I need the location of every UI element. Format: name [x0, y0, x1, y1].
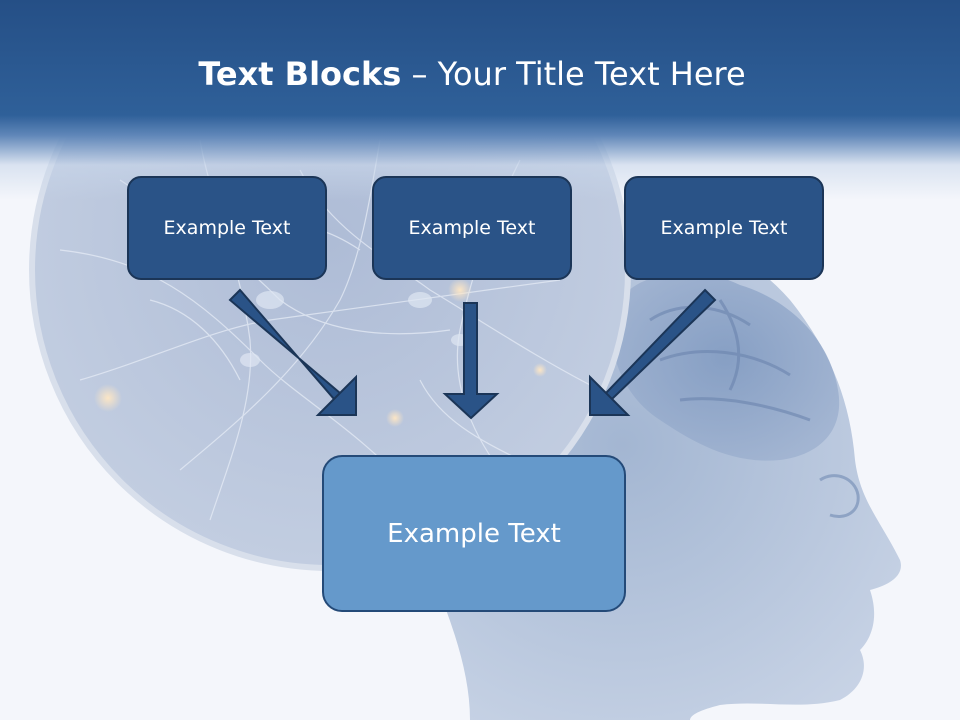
text-block-top-center-label: Example Text: [408, 217, 536, 239]
text-block-top-left-label: Example Text: [163, 217, 291, 239]
text-block-bottom-label: Example Text: [387, 518, 561, 549]
brain-shape: [612, 273, 840, 461]
text-block-bottom[interactable]: Example Text: [322, 455, 626, 612]
arrow-center-to-bottom: [442, 302, 500, 420]
text-block-top-right[interactable]: Example Text: [624, 176, 824, 280]
title-band: [0, 0, 960, 200]
slide-title: Text Blocks – Your Title Text Here: [0, 52, 944, 96]
text-block-top-left[interactable]: Example Text: [127, 176, 327, 280]
text-block-top-center[interactable]: Example Text: [372, 176, 572, 280]
slide-title-rest: – Your Title Text Here: [401, 55, 746, 93]
arrow-right-to-bottom: [589, 288, 717, 416]
text-block-top-right-label: Example Text: [660, 217, 788, 239]
arrow-left-to-bottom: [228, 288, 357, 416]
slide-title-bold: Text Blocks: [198, 55, 402, 93]
